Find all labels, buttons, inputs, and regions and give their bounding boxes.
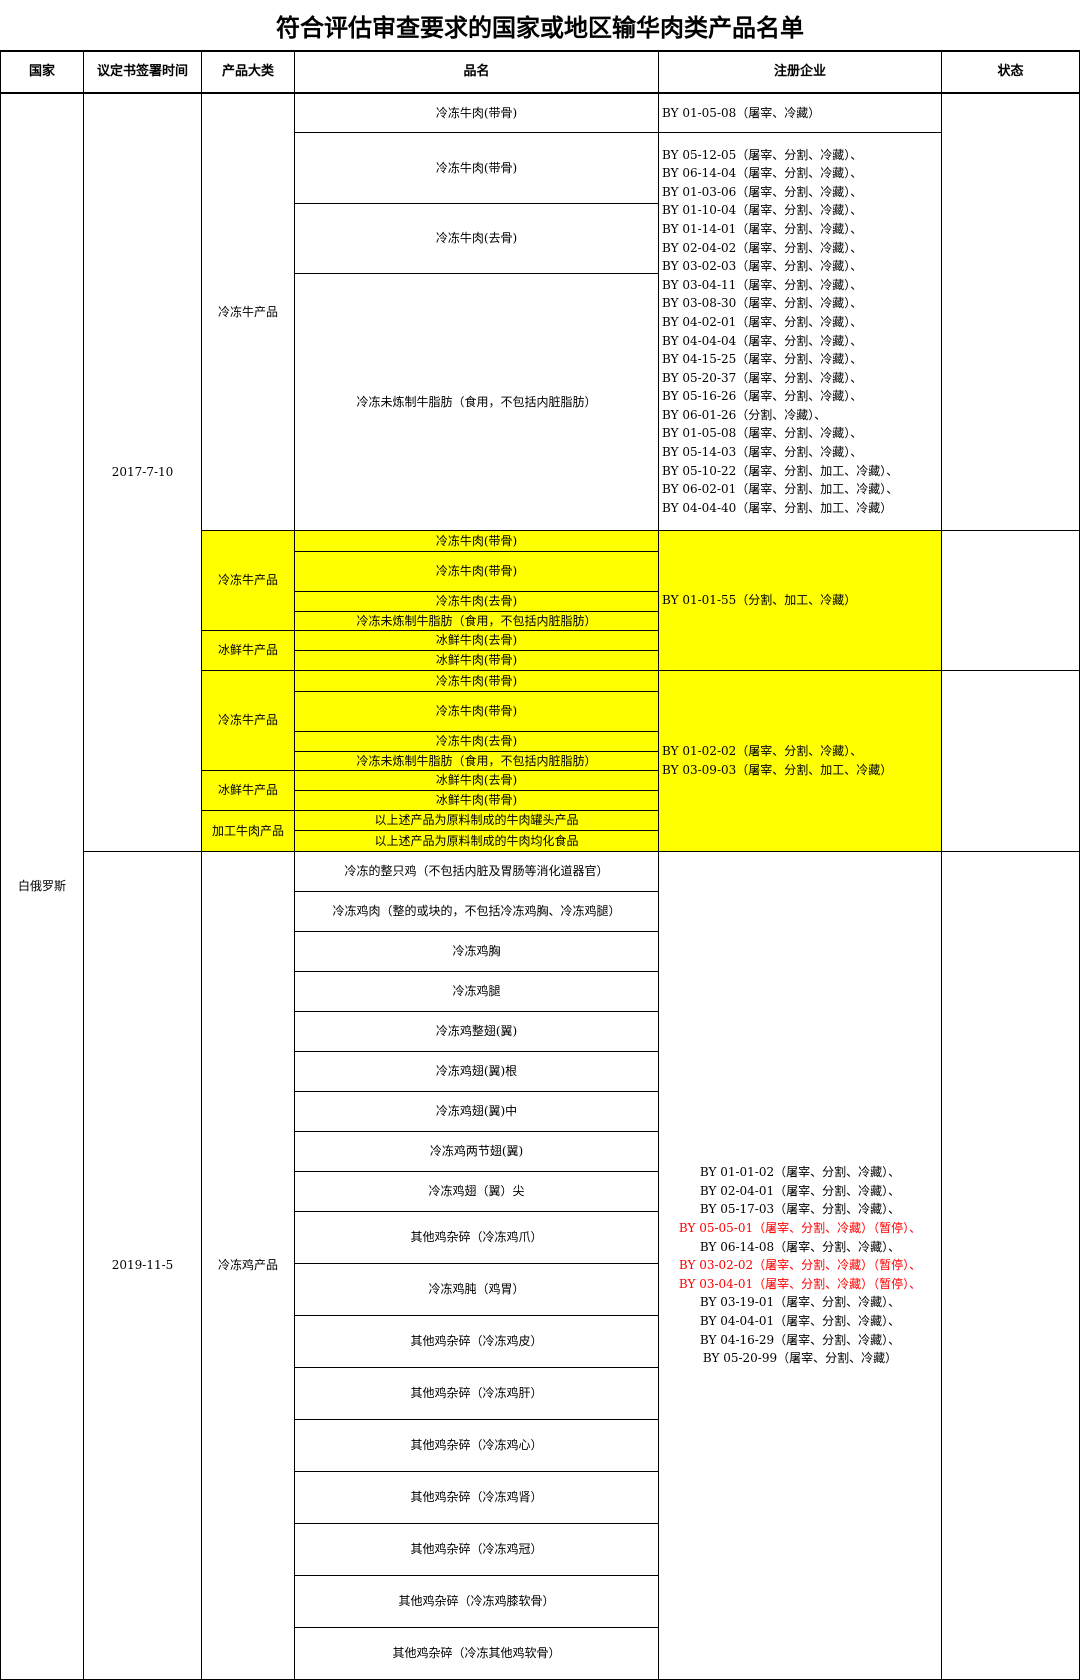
category-cell: 冷冻牛产品 <box>202 531 295 631</box>
enterprise-entry: BY 04-04-04（屠宰、分割、冷藏）、 <box>662 333 863 348</box>
sign-date-cell: 2019-11-5 <box>84 852 202 1680</box>
product-cell: 冷冻鸡肉（整的或块的，不包括冷冻鸡胸、冷冻鸡腿） <box>295 892 659 932</box>
enterprise-list-cell: BY 01-01-02（屠宰、分割、冷藏）、 BY 02-04-01（屠宰、分割、… <box>659 852 942 1680</box>
status-cell <box>942 531 1080 671</box>
enterprise-list: BY 01-01-02（屠宰、分割、冷藏）、 BY 02-04-01（屠宰、分割、… <box>679 1163 921 1368</box>
enterprise-entry: BY 05-17-03（屠宰、分割、冷藏）、 <box>699 1202 901 1217</box>
header-sign-date: 议定书签署时间 <box>84 52 202 94</box>
enterprise-entry: BY 01-14-01（屠宰、分割、冷藏）、 <box>662 221 863 236</box>
product-cell: 冰鲜牛肉(去骨) <box>295 631 659 651</box>
category-cell: 冷冻牛产品 <box>202 94 295 531</box>
category-cell: 冰鲜牛产品 <box>202 631 295 671</box>
country-cell: 白俄罗斯 <box>0 94 84 1680</box>
product-cell: 以上述产品为原料制成的牛肉均化食品 <box>295 831 659 852</box>
enterprise-entry: BY 05-12-05（屠宰、分割、冷藏）、 <box>662 147 863 162</box>
enterprise-entry: BY 03-02-03（屠宰、分割、冷藏）、 <box>662 259 863 274</box>
enterprise-entry: BY 05-16-26（屠宰、分割、冷藏）、 <box>662 389 863 404</box>
category-cell: 冷冻牛产品 <box>202 671 295 771</box>
product-cell: 冷冻的整只鸡（不包括内脏及胃肠等消化道器官） <box>295 852 659 892</box>
product-cell: 冷冻牛肉(带骨) <box>295 552 659 592</box>
enterprise-entry: BY 01-02-02（屠宰、分割、冷藏）、 <box>662 744 863 759</box>
enterprise-cell: BY 01-05-08（屠宰、冷藏） <box>659 94 942 133</box>
status-cell <box>942 852 1080 1680</box>
product-cell: 冷冻牛肉(带骨) <box>295 531 659 552</box>
enterprise-entry: BY 03-08-30（屠宰、分割、冷藏）、 <box>662 296 863 311</box>
product-cell: 冷冻鸡翅(翼)中 <box>295 1092 659 1132</box>
enterprise-entry: BY 02-04-01（屠宰、分割、冷藏）、 <box>699 1183 901 1198</box>
product-cell: 冷冻鸡两节翅(翼) <box>295 1132 659 1172</box>
product-cell: 冷冻牛肉(带骨) <box>295 692 659 732</box>
product-cell: 冷冻牛肉(带骨) <box>295 671 659 692</box>
enterprise-cell: BY 01-01-55（分割、加工、冷藏） <box>659 531 942 671</box>
product-cell: 冰鲜牛肉(带骨) <box>295 651 659 671</box>
product-cell: 其他鸡杂碎（冷冻鸡肝） <box>295 1368 659 1420</box>
enterprise-entry: BY 04-04-01（屠宰、分割、冷藏）、 <box>699 1313 901 1328</box>
enterprise-entry: BY 06-14-08（屠宰、分割、冷藏）、 <box>699 1239 901 1254</box>
enterprise-entry: BY 01-10-04（屠宰、分割、冷藏）、 <box>662 203 863 218</box>
enterprise-entry: BY 05-20-99（屠宰、分割、冷藏） <box>702 1351 898 1366</box>
enterprise-entry: BY 03-19-01（屠宰、分割、冷藏）、 <box>699 1295 901 1310</box>
enterprise-entry: BY 05-10-22（屠宰、分割、加工、冷藏）、 <box>662 463 899 478</box>
enterprise-entry: BY 05-14-03（屠宰、分割、冷藏）、 <box>662 445 863 460</box>
enterprise-entry: BY 04-15-25（屠宰、分割、冷藏）、 <box>662 352 863 367</box>
header-category: 产品大类 <box>202 52 295 94</box>
header-status: 状态 <box>942 52 1080 94</box>
enterprise-entry: BY 06-01-26（分割、冷藏）、 <box>662 407 827 422</box>
enterprise-list: BY 05-12-05（屠宰、分割、冷藏）、 BY 06-14-04（屠宰、分割、… <box>662 146 898 518</box>
enterprise-entry: BY 05-20-37（屠宰、分割、冷藏）、 <box>662 370 863 385</box>
product-cell: 冷冻鸡翅(翼)根 <box>295 1052 659 1092</box>
enterprise-entry: BY 04-02-01（屠宰、分割、冷藏）、 <box>662 314 863 329</box>
enterprise-entry: BY 01-03-06（屠宰、分割、冷藏）、 <box>662 184 863 199</box>
enterprise-list: BY 01-02-02（屠宰、分割、冷藏）、 BY 03-09-03（屠宰、分割、… <box>662 742 892 779</box>
category-cell: 冷冻鸡产品 <box>202 852 295 1680</box>
header-enterprise: 注册企业 <box>659 52 942 94</box>
header-country: 国家 <box>0 52 84 94</box>
enterprise-entry: BY 06-02-01（屠宰、分割、加工、冷藏）、 <box>662 482 899 497</box>
enterprise-entry: BY 04-04-40（屠宰、分割、加工、冷藏） <box>662 500 893 515</box>
enterprise-entry: BY 03-02-02（屠宰、分割、冷藏）（暂停）、 <box>678 1258 922 1273</box>
sign-date-cell: 2017-7-10 <box>84 94 202 852</box>
product-cell: 冷冻鸡腿 <box>295 972 659 1012</box>
product-cell: 冷冻鸡整翅(翼) <box>295 1012 659 1052</box>
product-cell: 冷冻牛肉(去骨) <box>295 732 659 752</box>
product-cell: 冷冻未炼制牛脂肪（食用，不包括内脏脂肪） <box>295 612 659 631</box>
product-cell: 冰鲜牛肉(带骨) <box>295 791 659 811</box>
product-cell: 冷冻牛肉(去骨) <box>295 204 659 274</box>
enterprise-entry: BY 05-05-01（屠宰、分割、冷藏）（暂停）、 <box>678 1221 922 1236</box>
product-cell: 冷冻牛肉(带骨) <box>295 133 659 204</box>
product-cell: 其他鸡杂碎（冷冻鸡皮） <box>295 1316 659 1368</box>
enterprise-entry: BY 03-09-03（屠宰、分割、加工、冷藏） <box>662 763 893 777</box>
enterprise-entry: BY 03-04-01（屠宰、分割、冷藏）（暂停）、 <box>678 1276 922 1291</box>
header-product: 品名 <box>295 52 659 94</box>
product-cell: 其他鸡杂碎（冷冻其他鸡软骨） <box>295 1628 659 1680</box>
product-cell: 其他鸡杂碎（冷冻鸡爪） <box>295 1212 659 1264</box>
enterprise-list-cell: BY 05-12-05（屠宰、分割、冷藏）、 BY 06-14-04（屠宰、分割、… <box>659 133 942 531</box>
product-cell: 其他鸡杂碎（冷冻鸡肾） <box>295 1472 659 1524</box>
category-cell: 冰鲜牛产品 <box>202 771 295 811</box>
enterprise-entry: BY 03-04-11（屠宰、分割、冷藏）、 <box>662 277 863 292</box>
product-cell: 冷冻鸡肫（鸡胃） <box>295 1264 659 1316</box>
product-cell: 以上述产品为原料制成的牛肉罐头产品 <box>295 811 659 831</box>
product-cell: 冷冻牛肉(去骨) <box>295 592 659 612</box>
product-cell: 冷冻鸡胸 <box>295 932 659 972</box>
page-title: 符合评估审查要求的国家或地区输华肉类产品名单 <box>0 0 1080 52</box>
product-cell: 其他鸡杂碎（冷冻鸡膝软骨） <box>295 1576 659 1628</box>
enterprise-entry: BY 01-01-02（屠宰、分割、冷藏）、 <box>699 1165 901 1180</box>
enterprise-entry: BY 01-05-08（屠宰、分割、冷藏）、 <box>662 426 863 441</box>
enterprise-entry: BY 04-16-29（屠宰、分割、冷藏）、 <box>699 1332 901 1347</box>
product-cell: 冷冻牛肉(带骨) <box>295 94 659 133</box>
enterprise-entry: BY 02-04-02（屠宰、分割、冷藏）、 <box>662 240 863 255</box>
enterprise-entry: BY 06-14-04（屠宰、分割、冷藏）、 <box>662 166 863 181</box>
status-cell <box>942 671 1080 852</box>
category-cell: 加工牛肉产品 <box>202 811 295 852</box>
product-cell: 其他鸡杂碎（冷冻鸡冠） <box>295 1524 659 1576</box>
product-cell: 冷冻鸡翅（翼）尖 <box>295 1172 659 1212</box>
product-cell: 冰鲜牛肉(去骨) <box>295 771 659 791</box>
status-cell <box>942 94 1080 531</box>
product-cell: 冷冻未炼制牛脂肪（食用，不包括内脏脂肪） <box>295 752 659 771</box>
product-cell: 其他鸡杂碎（冷冻鸡心） <box>295 1420 659 1472</box>
product-cell: 冷冻未炼制牛脂肪（食用，不包括内脏脂肪） <box>295 274 659 531</box>
enterprise-list-cell: BY 01-02-02（屠宰、分割、冷藏）、 BY 03-09-03（屠宰、分割、… <box>659 671 942 852</box>
